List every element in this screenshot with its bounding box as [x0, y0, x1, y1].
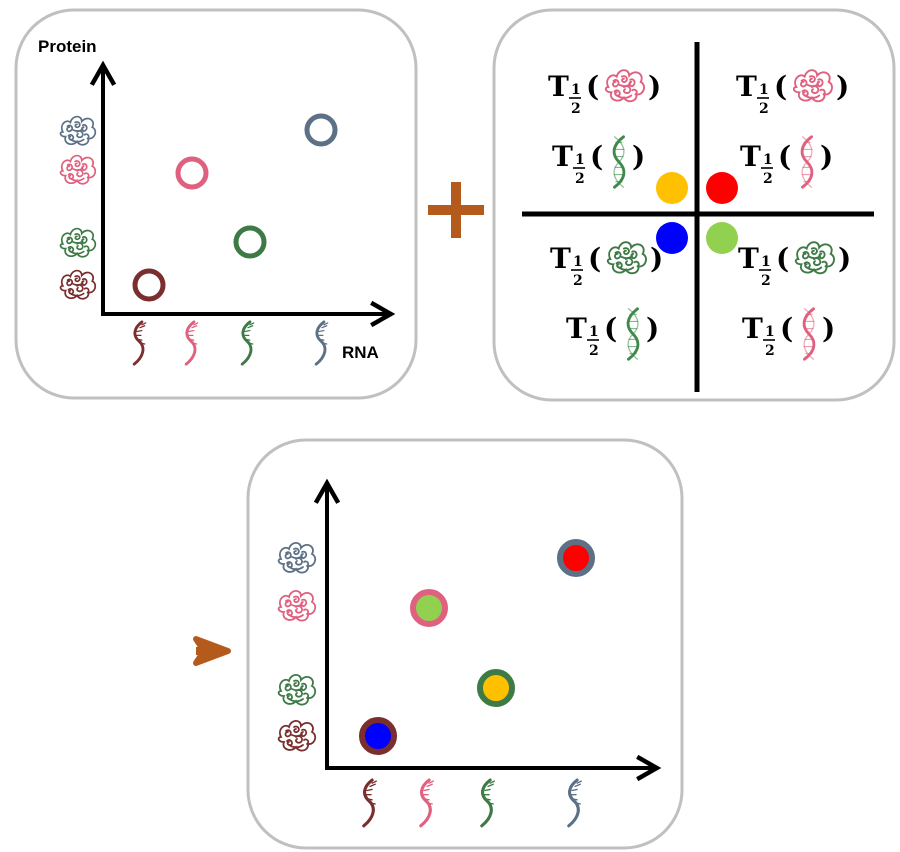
open-paren: (: [588, 242, 601, 275]
half-life-sub-numerator: 1: [571, 82, 581, 98]
half-life-symbol: T: [742, 312, 763, 345]
half-life-sub-denominator: 2: [759, 101, 769, 117]
data-point-pink-light-green: [410, 589, 448, 627]
half-life-symbol: T: [550, 242, 571, 275]
close-paren: ): [836, 70, 849, 103]
open-paren: (: [780, 312, 793, 345]
open-paren: (: [778, 140, 791, 173]
data-point-slate: [304, 113, 338, 147]
half-life-symbol: T: [738, 242, 759, 275]
close-paren: ): [820, 140, 833, 173]
panel-c-frame: [246, 438, 684, 850]
half-life-sub-denominator: 2: [765, 343, 775, 359]
quadrant-dot-light-green: [706, 222, 738, 254]
open-paren: (: [774, 70, 787, 103]
open-paren: (: [776, 242, 789, 275]
quadrant-dot-yellow: [656, 172, 688, 204]
half-life-symbol: T: [548, 70, 569, 103]
panel-a-x-axis-label: RNA: [342, 343, 379, 362]
half-life-sub-numerator: 1: [573, 254, 583, 270]
half-life-sub-denominator: 2: [589, 343, 599, 359]
panel-b-frame: [492, 8, 896, 402]
half-life-sub-numerator: 1: [761, 254, 771, 270]
half-life-sub-numerator: 1: [589, 324, 599, 340]
half-life-symbol: T: [552, 140, 573, 173]
close-paren: ): [648, 70, 661, 103]
arrow-right-icon: [193, 636, 231, 666]
half-life-sub-denominator: 2: [575, 171, 585, 187]
half-life-symbol: T: [566, 312, 587, 345]
open-paren: (: [590, 140, 603, 173]
quadrant-dot-red: [706, 172, 738, 204]
data-point-maroon-blue: [359, 717, 397, 755]
panel-scatter-rna-protein: Protein RNA: [14, 8, 418, 400]
half-life-sub-denominator: 2: [763, 171, 773, 187]
data-point-pink: [175, 156, 209, 190]
half-life-sub-denominator: 2: [571, 101, 581, 117]
panel-combined-scatter: [246, 438, 684, 850]
half-life-sub-numerator: 1: [763, 152, 773, 168]
plus-icon: [428, 182, 484, 238]
data-point-maroon: [132, 268, 166, 302]
close-paren: ): [838, 242, 851, 275]
quadrant-dot-blue: [656, 222, 688, 254]
half-life-sub-denominator: 2: [761, 273, 771, 289]
open-paren: (: [586, 70, 599, 103]
close-paren: ): [632, 140, 645, 173]
close-paren: ): [646, 312, 659, 345]
half-life-sub-numerator: 1: [759, 82, 769, 98]
open-paren: (: [604, 312, 617, 345]
data-point-green-yellow: [477, 669, 515, 707]
half-life-sub-denominator: 2: [573, 273, 583, 289]
half-life-symbol: T: [740, 140, 761, 173]
panel-a-y-axis-label: Protein: [38, 37, 97, 56]
data-point-green: [233, 225, 267, 259]
close-paren: ): [650, 242, 663, 275]
close-paren: ): [822, 312, 835, 345]
panel-a-frame: [14, 8, 418, 400]
half-life-sub-numerator: 1: [765, 324, 775, 340]
half-life-sub-numerator: 1: [575, 152, 585, 168]
half-life-symbol: T: [736, 70, 757, 103]
data-point-slate-red: [557, 539, 595, 577]
